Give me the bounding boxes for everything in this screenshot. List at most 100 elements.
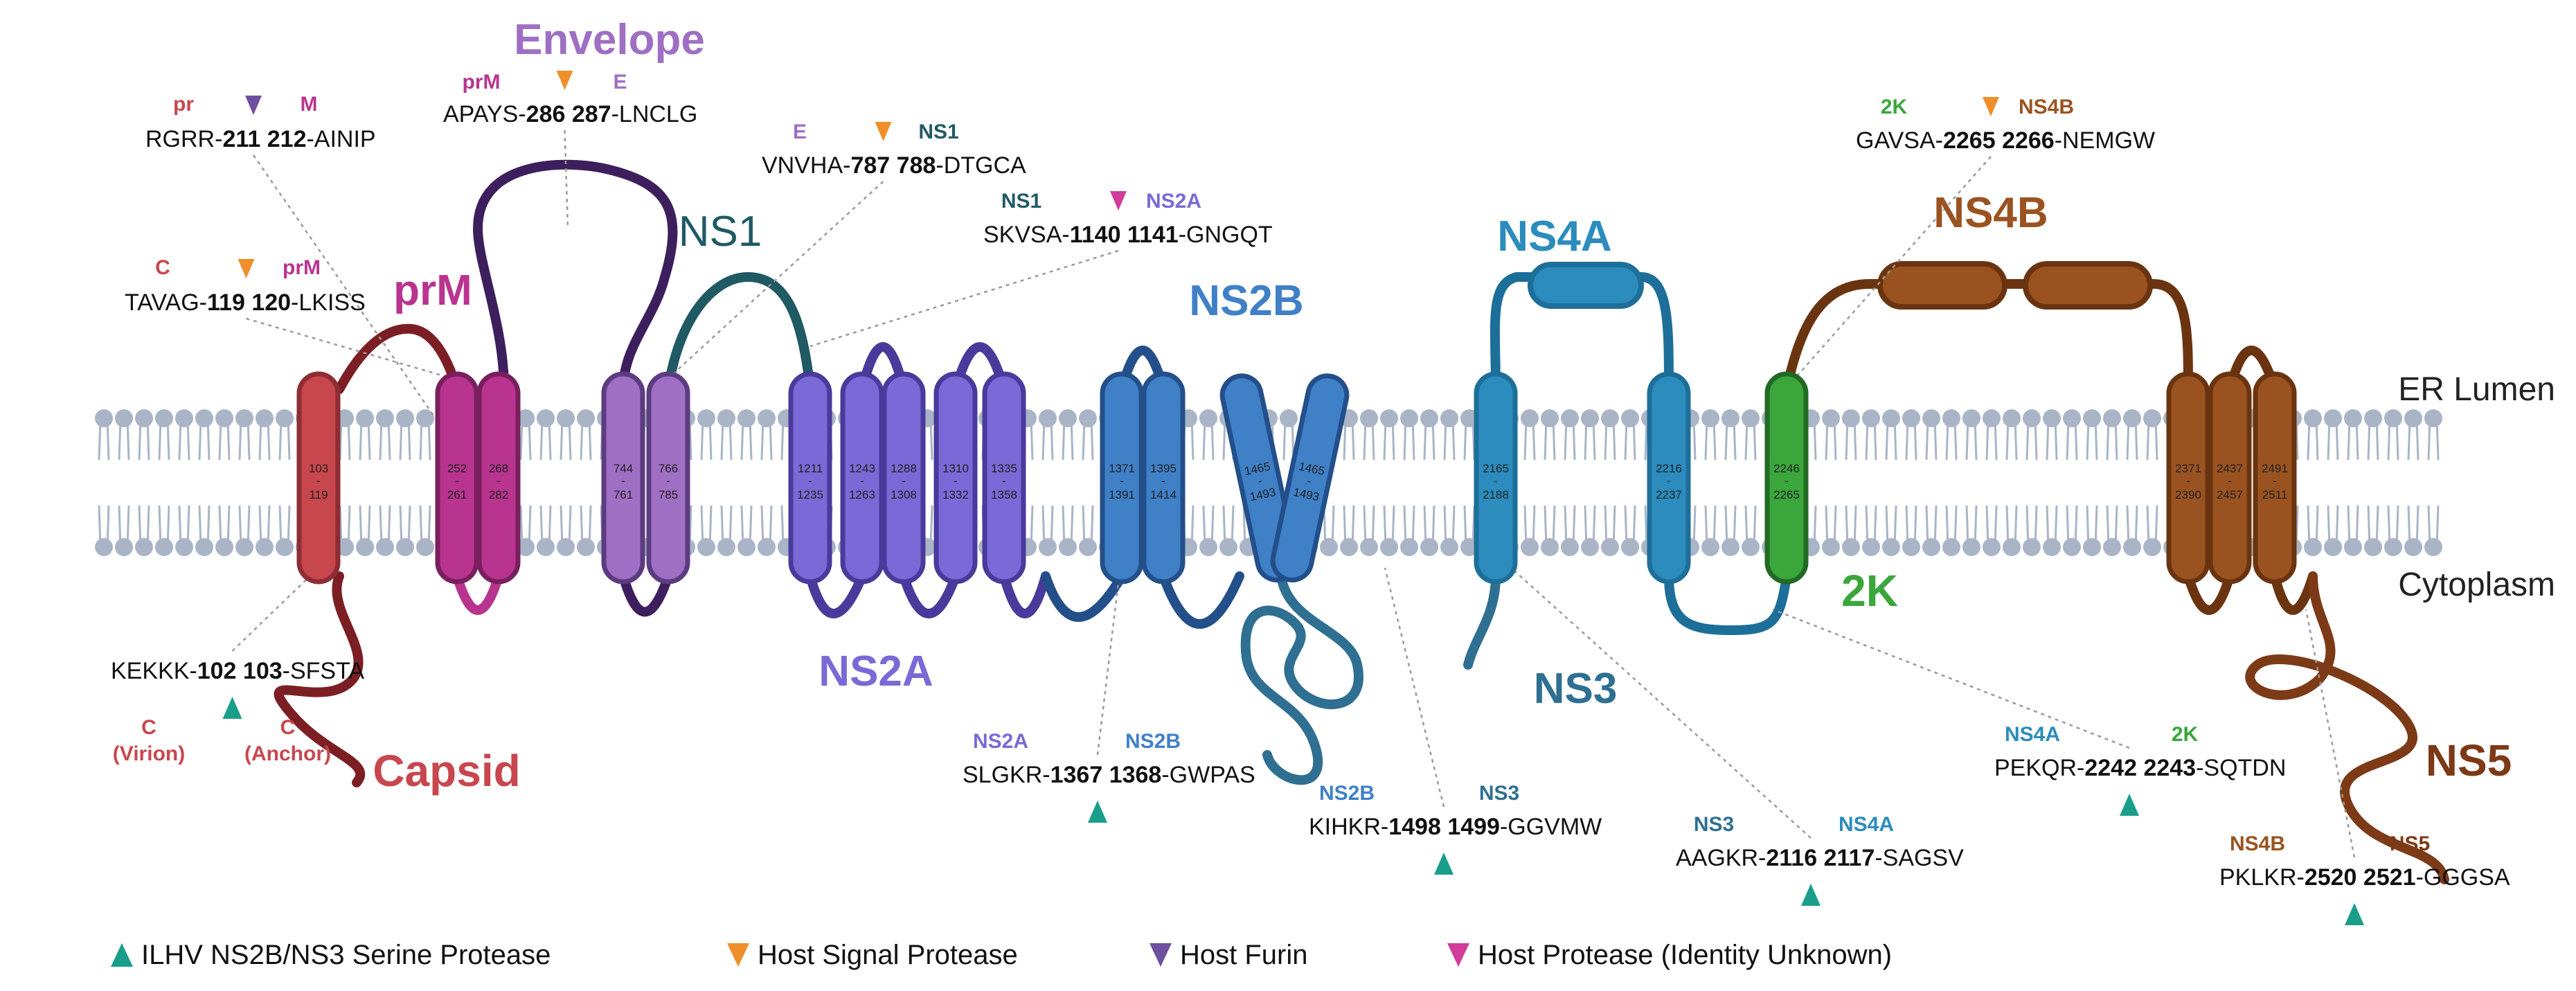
lipid-head: [235, 409, 253, 427]
lipid-head: [215, 538, 233, 556]
protein-loop: [472, 159, 678, 394]
helix-body: [2208, 371, 2252, 584]
helix-residue-end: 119: [309, 488, 328, 501]
transmembrane-helix: 1371-1391: [1100, 371, 1144, 584]
lipid-head: [115, 538, 133, 556]
transmembrane-helix: 1288-1308: [882, 371, 926, 584]
lipid-head: [1701, 409, 1719, 427]
cleavage-leader-lines: [231, 130, 2356, 858]
lipid-head: [356, 538, 374, 556]
lipid-head: [2344, 409, 2362, 427]
lipid-head: [2364, 409, 2382, 427]
seq-residue-2: 2243: [2143, 755, 2196, 781]
lipid-head: [1440, 538, 1458, 556]
helix-residue-start: 1335: [991, 462, 1017, 475]
seq-residue-1: 1140: [1070, 222, 1121, 248]
leader-line: [564, 130, 569, 229]
serine-protease-marker-icon: [1434, 852, 1454, 875]
lipid-head: [1420, 538, 1438, 556]
cytoplasm-label: Cytoplasm: [2398, 566, 2555, 603]
lipid-head: [758, 538, 776, 556]
helix-residue-end: 282: [489, 488, 508, 501]
down-triangle-icon: [1150, 943, 1172, 967]
seq-before: VNVHA-: [762, 152, 850, 179]
legend-item: ILHV NS2B/NS3 Serine Protease: [111, 940, 551, 970]
seq-residue-1: 211: [222, 126, 260, 152]
lipid-head: [1922, 538, 1940, 556]
lipid-head: [1842, 409, 1860, 427]
lipid-head: [155, 538, 173, 556]
helix-residue-end: 1308: [891, 488, 917, 501]
lipid-head: [276, 409, 294, 427]
helix-residue-end: 785: [659, 488, 678, 501]
lipid-head: [2043, 409, 2061, 427]
cleavage-left-protein: C: [141, 716, 156, 739]
helix-residue-start: 2165: [1483, 462, 1509, 475]
leader-line: [231, 567, 319, 652]
protein-loop: [1159, 571, 1244, 629]
seq-gap: [565, 101, 571, 127]
cleavage-left-protein: (Virion): [113, 742, 185, 765]
lipid-head: [2123, 409, 2141, 427]
lipid-head: [1862, 409, 1880, 427]
helix-body: [788, 371, 832, 584]
lipid-head: [1581, 409, 1599, 427]
lipid-head: [1079, 538, 1097, 556]
helix-dash: -: [621, 474, 625, 488]
cleavage-left-protein: NS2A: [973, 730, 1028, 753]
lipid-head: [2123, 538, 2141, 556]
protein-loop: [1240, 571, 1363, 785]
leader-line: [1786, 156, 1992, 389]
lipid-head: [356, 409, 374, 427]
helix-dash: -: [1002, 474, 1006, 488]
cleavage-right-protein: NS4B: [2019, 96, 2074, 118]
helix-body: [476, 371, 521, 584]
helix-body: [1100, 371, 1144, 584]
lipid-head: [1962, 538, 1980, 556]
transmembrane-helix: 2491-2511: [2253, 371, 2297, 584]
lipid-head: [1621, 538, 1639, 556]
lipid-head: [276, 538, 294, 556]
serine-protease-marker-icon: [2120, 794, 2139, 816]
lipid-head: [1601, 409, 1619, 427]
lipid-head: [1340, 538, 1358, 556]
helix-residue-start: 744: [614, 462, 633, 475]
lipid-head: [155, 409, 173, 427]
er-lumen-label: ER Lumen: [2398, 371, 2555, 408]
protein-loop: [452, 571, 503, 615]
seq-residue-1: 2520: [2305, 864, 2357, 891]
seq-residue-1: 2242: [2084, 755, 2137, 781]
lipid-head: [2324, 538, 2342, 556]
seq-residue-2: 2117: [1824, 845, 1875, 871]
down-triangle-icon: [727, 943, 749, 967]
transmembrane-helix: 103-119: [296, 371, 341, 584]
helix-body: [882, 371, 926, 584]
lipid-head: [2023, 409, 2041, 427]
amphipathic-helix: [1528, 262, 1644, 309]
seq-before: TAVAG-: [125, 289, 207, 316]
amphipathic-helix: [2023, 261, 2153, 310]
protein-loop: [663, 271, 815, 394]
helix-dash: -: [1257, 474, 1263, 488]
lipid-head: [256, 538, 274, 556]
cleavage-right-protein: (Anchor): [244, 742, 331, 765]
cleavage-left-protein: pr: [173, 93, 194, 116]
seq-before: GAVSA-: [1856, 127, 1943, 154]
lipid-head: [1942, 538, 1960, 556]
transmembrane-helix: 766-785: [646, 371, 690, 584]
helix-body: [296, 371, 341, 584]
lipid-head: [1360, 409, 1378, 427]
helix-residue-end: 2457: [2217, 488, 2243, 501]
helix-dash: -: [860, 474, 864, 488]
lipid-head: [396, 538, 414, 556]
seq-after: -NEMGW: [2055, 127, 2155, 154]
helix-dash: -: [2186, 474, 2190, 488]
cleavage-right-protein: NS4A: [1839, 813, 1894, 836]
helix-residue-start: 1310: [942, 462, 969, 475]
